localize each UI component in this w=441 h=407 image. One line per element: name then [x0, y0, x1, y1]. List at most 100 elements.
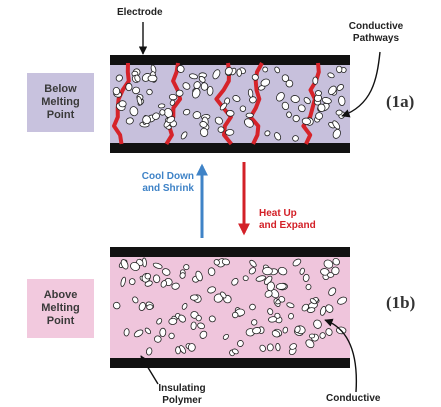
insulating-polymer-label: Insulating Polymer: [158, 383, 206, 406]
conductive-particle: [220, 291, 227, 299]
polymer-pointer: [140, 355, 159, 385]
conductive-particle: [268, 316, 278, 323]
conductive-particle: [217, 126, 225, 133]
conductive-particle: [247, 88, 254, 98]
conductive-particle: [323, 259, 334, 269]
conductive-particle: [221, 258, 230, 266]
conductive-particle: [244, 118, 254, 128]
conductive-particle: [236, 68, 242, 77]
conductive-particle: [285, 79, 294, 88]
conductive-particle: [222, 333, 229, 340]
conductive-particle: [274, 132, 282, 141]
conductive-particle: [152, 112, 160, 120]
conductive-particle: [213, 259, 220, 266]
conductive-particle: [207, 267, 216, 276]
conductive-particle: [313, 319, 322, 329]
conductive-particle: [338, 95, 346, 106]
conductive-particle: [331, 266, 340, 275]
bottom-particles: [112, 257, 348, 357]
conductive-particle: [129, 106, 139, 117]
conductive-particle: [190, 294, 199, 301]
conductive-particle: [156, 318, 163, 325]
conductive-pathways-label: Conductive Pathways: [348, 21, 404, 44]
conductive-particle: [315, 112, 323, 120]
conductive-particle: [199, 127, 209, 137]
conductive-particle: [171, 282, 180, 290]
conductive-particle: [274, 66, 281, 74]
conductive-particle: [219, 102, 228, 111]
conductive-particle: [286, 111, 292, 118]
conductive-particle: [336, 65, 343, 74]
conductive-particle: [120, 259, 129, 270]
conductive-particle: [231, 311, 239, 319]
conductive-particle: [180, 131, 188, 140]
conductive-particle: [325, 328, 333, 336]
conductive-particle: [224, 66, 233, 76]
conductive-particle: [123, 328, 130, 337]
conductive-particle: [199, 330, 208, 339]
conductive-particle: [251, 73, 259, 81]
conductive-particle: [142, 115, 151, 125]
tag-1b: (1b): [386, 293, 416, 312]
conductive-particle: [181, 303, 188, 310]
conductive-particle: [260, 78, 271, 87]
conductive-particle: [317, 103, 326, 112]
conductive-particle: [128, 278, 136, 285]
conductive-particle: [118, 100, 127, 108]
conductive-particle: [332, 128, 341, 139]
conductive-particle: [248, 267, 256, 275]
conductive-particle: [226, 109, 235, 117]
conductive-particle: [134, 74, 141, 83]
conductive-particle: [276, 92, 285, 102]
conductive-pathway: [164, 62, 183, 146]
top-particles: [112, 64, 347, 142]
conductive-particle: [301, 117, 311, 125]
conductive-particle: [132, 296, 139, 304]
conductive-particle: [190, 321, 197, 330]
below-melting-box: [27, 73, 94, 132]
conductive-particle: [288, 313, 294, 320]
conductive-particle: [294, 325, 301, 334]
conductive-particle: [112, 87, 121, 96]
conductive-particle: [208, 315, 216, 323]
conductive-particle: [214, 116, 223, 125]
conductive-particle: [146, 347, 153, 356]
heat-up-label: Heat Up and Expand: [259, 208, 316, 231]
conductive-particle: [168, 317, 178, 325]
conductive-particle: [112, 301, 121, 310]
conductive-particle: [207, 286, 216, 294]
conductive-particle: [182, 82, 191, 90]
top-electrode-upper: [110, 55, 350, 65]
conductive-particle: [249, 303, 256, 311]
conductive-particle: [192, 111, 202, 120]
conductive-particle: [169, 99, 176, 106]
conductive-particle: [159, 327, 167, 337]
conductive-particle: [289, 343, 297, 350]
conductive-particle: [325, 304, 334, 313]
conductive-particle: [178, 314, 186, 323]
conductive-particle: [252, 327, 262, 335]
conductive-particle: [262, 266, 273, 276]
conductive-particle: [120, 276, 126, 287]
conductive-particle: [197, 322, 205, 330]
conductive-particle: [195, 315, 202, 322]
conductive-particle: [242, 275, 249, 282]
conductive-particle: [198, 76, 206, 83]
conductive-particle: [292, 135, 299, 142]
conductive-particle: [275, 343, 281, 352]
conductive-particle: [332, 257, 340, 266]
conductive-particle: [267, 308, 274, 316]
above-melting-box: [27, 279, 94, 338]
conductive-particle: [232, 95, 241, 102]
conductive-particle: [132, 86, 141, 95]
conductive-particle: [237, 340, 244, 347]
conductive-particle: [144, 327, 152, 335]
conductive-particle: [152, 262, 163, 269]
conductive-particle: [187, 343, 196, 352]
conductive-particle: [282, 326, 289, 334]
conductive-particle: [328, 85, 337, 95]
conductive-particle: [182, 108, 191, 116]
conductive-particle: [245, 112, 254, 118]
conductive-particle: [315, 90, 322, 97]
tag-1a: (1a): [386, 92, 415, 111]
